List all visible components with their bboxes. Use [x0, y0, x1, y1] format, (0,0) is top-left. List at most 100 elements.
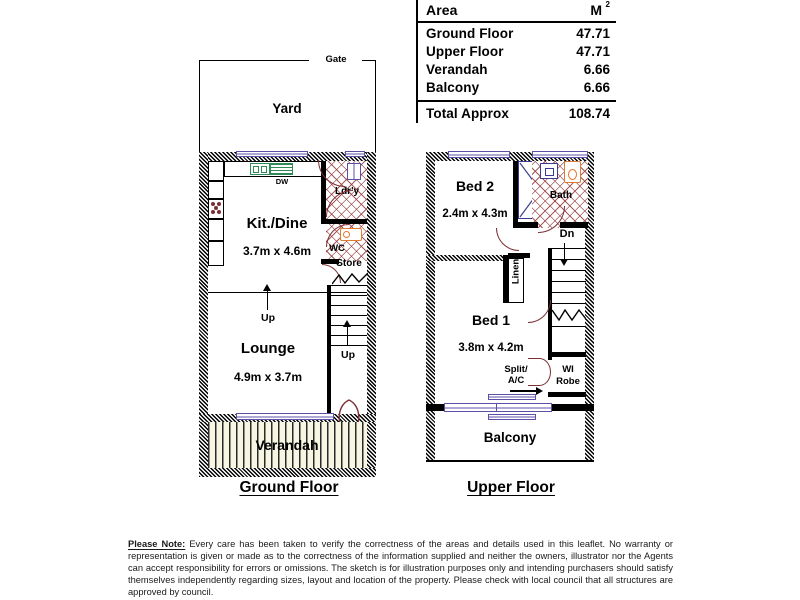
verandah-decking	[208, 422, 367, 468]
yard-wall-right	[374, 60, 376, 152]
linen-wall-left	[503, 255, 508, 303]
upper-stair-edge	[552, 326, 586, 328]
stair-up-arrow-head	[343, 320, 351, 327]
room-label-balcony: Balcony	[483, 430, 537, 445]
room-label-bed2: Bed 2	[455, 178, 495, 194]
down-label: Dn	[559, 228, 575, 240]
balcony-slider-right	[496, 403, 552, 412]
row-label-verandah: Verandah	[426, 62, 488, 77]
table-row: Ground Floor 47.71	[418, 25, 616, 43]
upper-floor-plan: Bed 2 2.4m x 4.3m Bath Linen Dn	[400, 0, 800, 520]
bed2-door-swing	[496, 228, 519, 251]
upper-staircase	[552, 248, 586, 305]
upper-wall-top	[426, 152, 594, 161]
yard-wall-left	[199, 60, 201, 152]
stair-up-arrow-line	[347, 324, 349, 346]
window-bed2	[448, 151, 510, 158]
wc-wall-top	[321, 219, 367, 224]
split-ac-label-line2: A/C	[507, 375, 525, 386]
row-label-balcony: Balcony	[426, 80, 480, 95]
window-lounge	[236, 413, 334, 420]
row-label-upper-floor: Upper Floor	[426, 44, 504, 59]
wi-robe-label-line1: WI	[562, 364, 574, 375]
room-label-bath: Bath	[549, 190, 573, 201]
room-label-wc: WC	[329, 243, 345, 254]
table-row: Upper Floor 47.71	[418, 43, 616, 61]
table-row: Balcony 6.66	[418, 79, 616, 97]
row-value-verandah: 6.66	[583, 62, 610, 77]
table-rule-total	[418, 100, 616, 102]
ground-wall-bottom	[199, 468, 376, 477]
bath-wall-left	[518, 222, 538, 228]
linen-wall-top	[508, 253, 530, 258]
split-ac-label-line1: Split/	[504, 364, 528, 375]
area-table-header-label: Area	[426, 2, 458, 18]
table-rule-top	[418, 21, 616, 23]
balcony-wall-left	[426, 404, 444, 411]
room-label-yard: Yard	[272, 101, 302, 116]
window-kitchen	[236, 151, 308, 157]
wi-robe-label-line2: Robe	[556, 376, 580, 387]
room-dim-bed1: 3.8m x 4.2m	[458, 342, 524, 354]
ground-wall-right	[367, 152, 376, 477]
disclaimer-heading: Please Note:	[128, 539, 186, 549]
upper-wall-right	[585, 152, 594, 462]
upper-stair-break-line	[552, 308, 586, 322]
bath-wall-right	[560, 222, 588, 228]
laundry-trough	[347, 163, 361, 180]
balcony-slider-panel-top	[488, 394, 536, 400]
bed2-wall-right	[513, 161, 518, 228]
robe-wall-top	[548, 352, 586, 357]
window-bath	[532, 151, 588, 158]
room-label-lounge: Lounge	[240, 340, 296, 357]
stair-wall	[327, 285, 331, 415]
bath-toilet	[564, 161, 581, 183]
room-label-bed1: Bed 1	[471, 312, 511, 328]
robe-wall-bottom	[548, 392, 586, 397]
room-dim-kitchen-dine: 3.7m x 4.6m	[242, 244, 312, 258]
room-label-store: Store	[336, 258, 362, 269]
bed2-wall-bottom	[426, 255, 518, 261]
ground-wall-left	[199, 152, 208, 477]
kitchen-cabinet-corner	[208, 161, 224, 181]
row-label-ground-floor: Ground Floor	[426, 26, 514, 41]
bath-basin	[540, 163, 558, 179]
table-row-total: Total Approx 108.74	[418, 105, 616, 123]
cooktop-burners	[210, 201, 222, 217]
laundry-wall-left-lower	[321, 189, 326, 219]
room-dim-bed2: 2.4m x 4.3m	[442, 208, 508, 220]
row-value-upper-floor: 47.71	[576, 44, 610, 59]
table-left-border	[416, 0, 418, 123]
kitchen-sink	[250, 163, 270, 175]
room-label-kitchen-dine: Kit./Dine	[246, 215, 308, 232]
upper-floor-title: Upper Floor	[467, 479, 555, 496]
table-row: Verandah 6.66	[418, 61, 616, 79]
balcony-wall-right	[548, 404, 594, 411]
linen-cupboard	[508, 258, 524, 303]
balcony-slider-left	[444, 403, 502, 412]
lounge-up-label: Up	[261, 312, 275, 324]
gate-label: Gate	[325, 54, 347, 65]
unit-superscript: 2	[605, 0, 610, 9]
dishwasher	[270, 163, 293, 175]
kitchen-cabinet-lower	[208, 241, 224, 266]
balcony-slider-panel-bottom	[488, 414, 536, 420]
disclaimer-note: Please Note: Every care has been taken t…	[128, 538, 673, 598]
ground-floor-plan: Gate Yard DW Ldr'y	[0, 0, 400, 520]
linen-label: Linen	[510, 258, 522, 285]
split-ac-arrow-line	[510, 390, 538, 392]
kitchen-cabinet-mid	[208, 219, 224, 241]
kitchen-cabinet-upper	[208, 181, 224, 199]
row-value-ground-floor: 47.71	[576, 26, 610, 41]
yard-wall-top-right	[362, 60, 376, 62]
room-dim-lounge: 4.9m x 3.7m	[233, 370, 303, 384]
store-break-line	[332, 272, 368, 285]
down-arrow-head	[560, 259, 568, 266]
upper-wall-bottom	[426, 460, 594, 462]
window-laundry	[345, 151, 365, 157]
ground-floor-title: Ground Floor	[239, 479, 339, 496]
split-ac-arrow-head	[536, 386, 543, 395]
